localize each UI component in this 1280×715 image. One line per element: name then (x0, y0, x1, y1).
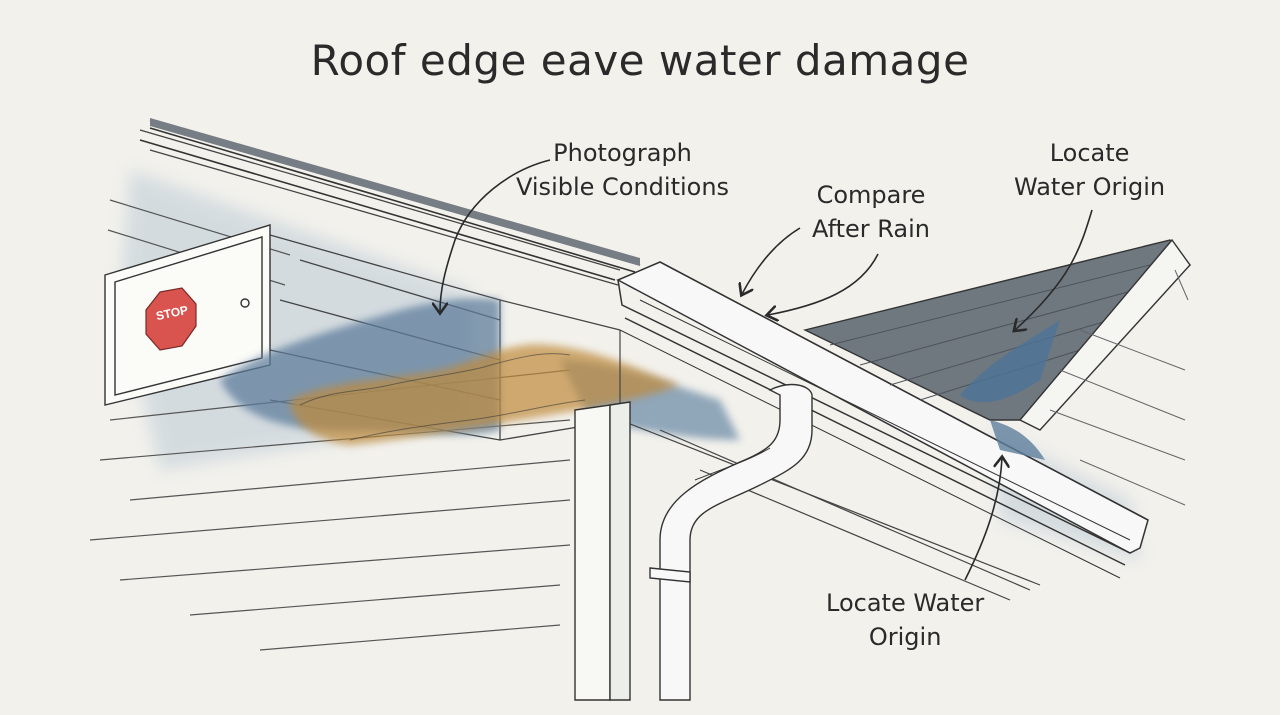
diagram-title: Roof edge eave water damage (310, 36, 970, 85)
label-photograph-line1: Photograph (553, 139, 692, 167)
stain-outline (299, 353, 586, 441)
rust-stain (290, 344, 680, 445)
rear-gable-roof (802, 238, 1191, 460)
shingle-strip (150, 118, 640, 266)
label-locate-bottom-line2: Origin (868, 623, 942, 651)
corner-post (574, 401, 631, 701)
label-locate-top-line2: Water Origin (1014, 173, 1166, 201)
rear-wall-siding (1049, 269, 1189, 506)
label-compare-line2: After Rain (812, 215, 930, 243)
label-locate-bottom-line1: Locate Water (826, 589, 985, 617)
stop-sign (145, 287, 197, 351)
label-compare: Compare After Rain (812, 178, 930, 246)
label-locate-bottom: Locate Water Origin (826, 586, 984, 654)
label-locate-top: Locate Water Origin (1014, 136, 1165, 204)
arrow-compare-2 (768, 253, 879, 315)
arrow-locate-top (1015, 209, 1093, 330)
label-compare-line1: Compare (816, 181, 926, 209)
label-photograph: Photograph Visible Conditions (516, 136, 729, 204)
downspout (649, 383, 813, 701)
label-photograph-line2: Visible Conditions (516, 173, 730, 201)
arrow-locate-bottom (964, 458, 1002, 581)
annotation-arrows (440, 159, 1093, 581)
arrow-photograph (440, 159, 551, 312)
gutter (616, 261, 1149, 579)
arrow-compare-1 (742, 227, 801, 294)
label-locate-top-line1: Locate (1049, 139, 1130, 167)
